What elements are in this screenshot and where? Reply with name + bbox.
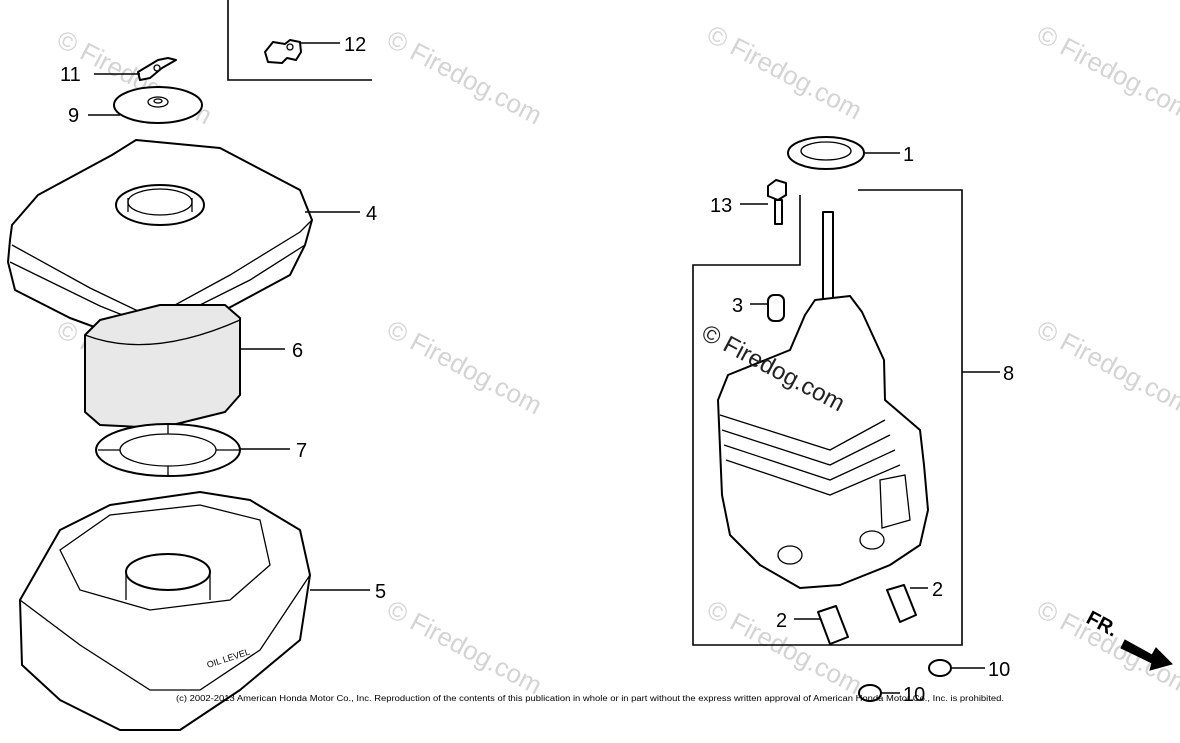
bracket-12 <box>227 0 372 81</box>
part-11-wing-bolt[interactable] <box>137 57 177 81</box>
part-8-elbow[interactable] <box>717 211 929 589</box>
part-13-bolt[interactable] <box>767 179 787 225</box>
part-5-case[interactable]: OIL LEVEL <box>19 491 311 731</box>
watermark: © Firedog.com <box>382 594 547 701</box>
watermark: © Firedog.com <box>1032 314 1180 421</box>
part-9-washer[interactable] <box>113 86 203 124</box>
callout-5: 5 <box>375 581 386 603</box>
part-7-grid[interactable] <box>95 423 241 477</box>
watermark: © Firedog.com <box>702 19 867 126</box>
direction-arrow-icon <box>1120 639 1173 671</box>
callout-8: 8 <box>1003 363 1014 385</box>
callout-4: 4 <box>366 203 377 225</box>
frame-8 <box>692 189 963 646</box>
watermark: © Firedog.com <box>382 24 547 131</box>
callout-11: 11 <box>60 64 81 86</box>
callout-2: 2 <box>776 610 787 632</box>
callout-6: 6 <box>292 340 303 362</box>
callout-10: 10 <box>903 684 925 706</box>
part-6-foam-element[interactable] <box>84 304 241 429</box>
watermark: © Firedog.com <box>1032 19 1180 126</box>
leader-lines <box>88 42 1000 694</box>
part-2-collar[interactable] <box>817 605 849 645</box>
callout-3: 3 <box>732 295 743 317</box>
callout-13: 13 <box>710 195 732 217</box>
part-3-collar[interactable] <box>767 294 785 322</box>
copyright-notice: (c) 2002-2013 American Honda Motor Co., … <box>176 694 1004 703</box>
callout-12: 12 <box>344 34 366 56</box>
part-2-collar[interactable] <box>886 584 917 623</box>
callout-2: 2 <box>932 579 943 601</box>
callout-labels: 11 12 9 4 6 7 5 1 13 3 8 2 2 10 10 <box>60 34 1014 706</box>
watermark: © Firedog.com <box>382 314 547 421</box>
part-10-plug[interactable] <box>928 659 952 677</box>
callout-10: 10 <box>988 659 1010 681</box>
watermark: © Firedog.com <box>1032 594 1180 701</box>
callout-9: 9 <box>68 105 79 127</box>
callout-7: 7 <box>296 440 307 462</box>
part-1-seal[interactable] <box>787 136 865 170</box>
callout-1: 1 <box>903 144 914 166</box>
part-12-wing-nut[interactable] <box>264 39 302 64</box>
part-4-cover[interactable] <box>7 139 313 341</box>
